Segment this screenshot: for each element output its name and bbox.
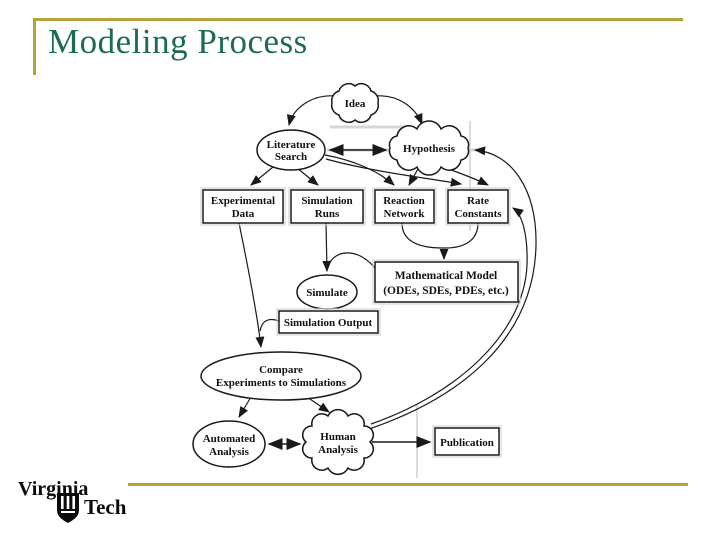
edge-literature-search-simulation-runs [296,167,319,186]
rate-constants-label-line1: Rate [467,195,489,207]
left-accent-rule [33,18,36,75]
rate-constants-label-line2: Constants [454,208,502,220]
node-mathematical-model: Mathematical Model (ODEs, SDEs, PDEs, et… [372,259,521,305]
literature-search-label-line1: Literature [267,139,316,151]
publication-box-shape [434,427,500,456]
edge-simulation-output-compare [259,318,280,332]
node-simulation-output: Simulation Output [276,308,381,336]
page-title: Modeling Process [48,22,308,61]
mathematical-model-label-line1: Mathematical Model [395,270,498,282]
mathematical-model-box-shape [374,261,519,303]
experimental-data-box-shape [202,189,284,224]
node-reaction-network: Reaction Network [372,187,437,226]
publication-label: Publication [440,437,494,449]
logo-word-tech: Tech [84,495,127,519]
rate-constants-halo [445,187,511,226]
literature-search-label-line2: Search [275,151,307,163]
idea-label: Idea [345,98,366,110]
experimental-data-label-line2: Data [232,208,255,220]
reaction-network-halo [372,187,437,226]
edge-compare-human-analysis [306,396,330,413]
edge-reaction-network-merge [401,222,444,249]
virginia-tech-logo: Virginia Tech [14,476,154,538]
simulation-runs-box-shape [290,189,364,224]
top-accent-rule [33,18,683,21]
node-compare: Compare Experiments to Simulations [200,351,362,401]
simulation-runs-label-line2: Runs [315,208,340,220]
edge-literature-search-rate-constants [325,158,463,187]
automated-analysis-label-line2: Analysis [209,446,249,458]
edge-rate-constants-merge [444,222,479,249]
hypothesis-label: Hypothesis [403,143,456,155]
literature-search-ellipse-shape [256,129,326,171]
experimental-data-halo [200,187,286,226]
simulation-output-box-shape [278,310,379,334]
hypothesis-cloud-shape [388,120,470,176]
node-human-analysis: Human Analysis [301,408,375,476]
edge-literature-search-reaction-network [324,154,395,186]
node-simulation-runs: Simulation Runs [288,187,366,226]
edge-experimental-data-compare [238,222,265,349]
simulate-label: Simulate [306,287,348,299]
edge-compare-automated-analysis [238,396,252,418]
compare-label-line2: Experiments to Simulations [216,377,347,389]
human-analysis-cloud-shape [301,408,375,476]
compare-label-line1: Compare [259,364,303,376]
simulation-runs-label-line1: Simulation [301,195,352,207]
experimental-data-label-line1: Experimental [211,195,275,207]
bottom-accent-rule [128,483,688,486]
human-analysis-label-line1: Human [320,431,355,443]
edge-mathematical-model-simulate [328,252,376,269]
reaction-network-box-shape [374,189,435,224]
idea-cloud-shape [330,82,380,124]
edge-simulation-runs-simulate [322,222,332,273]
node-simulate: Simulate [296,274,358,310]
node-publication: Publication [432,425,502,458]
simulation-runs-halo [288,187,366,226]
automated-analysis-label-line1: Automated [203,433,256,445]
compare-ellipse-shape [200,351,362,401]
virginia-tech-shield-icon [57,493,79,523]
mathematical-model-halo [372,259,521,305]
reaction-network-label-line1: Reaction [383,195,425,207]
mathematical-model-label-line2: (ODEs, SDEs, PDEs, etc.) [383,285,509,297]
edge-human-analysis-rate-constants [370,207,528,425]
node-idea: Idea [330,82,380,124]
edge-idea-hypothesis [373,95,423,126]
node-rate-constants: Rate Constants [445,187,511,226]
node-automated-analysis: Automated Analysis [192,420,266,468]
simulation-output-label: Simulation Output [284,317,373,329]
rate-constants-box-shape [447,189,509,224]
diagram-edges [238,95,537,450]
edge-hypothesis-reaction-network [408,166,420,186]
human-analysis-label-line2: Analysis [318,444,358,456]
edge-idea-literature-search [286,95,337,127]
simulation-output-halo [276,308,381,336]
publication-halo [432,425,502,458]
node-hypothesis: Hypothesis [388,120,470,176]
node-literature-search: Literature Search [256,129,326,171]
edge-literature-search-experimental-data [250,166,274,186]
edge-human-analysis-hypothesis [368,146,537,430]
reaction-network-label-line2: Network [384,208,426,220]
node-experimental-data: Experimental Data [200,187,286,226]
automated-analysis-ellipse-shape [192,420,266,468]
